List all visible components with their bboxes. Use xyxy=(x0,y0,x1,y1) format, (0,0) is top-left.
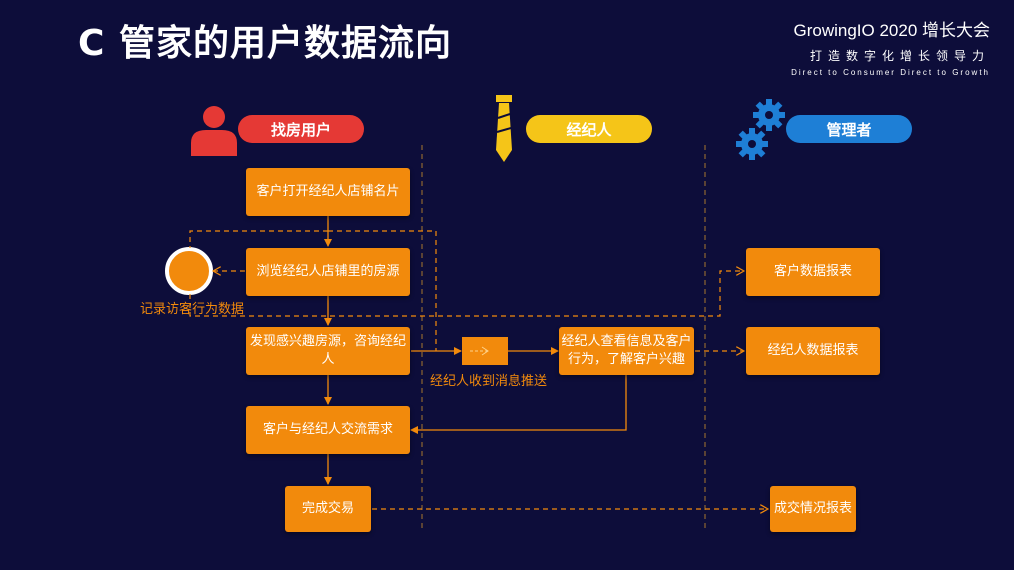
agent-report-box: 经纪人数据报表 xyxy=(746,327,880,375)
customer-report-box: 客户数据报表 xyxy=(746,248,880,296)
role-user-pill: 找房用户 xyxy=(238,115,364,143)
brand-subtitle: Direct to Consumer Direct to Growth xyxy=(791,68,990,77)
communicate-needs-box: 客户与经纪人交流需求 xyxy=(246,406,410,454)
deal-report-box: 成交情况报表 xyxy=(770,486,856,532)
agent-view-box: 经纪人查看信息及客户 行为，了解客户兴趣 xyxy=(559,327,694,375)
brand-block: GrowingIO 2020 增长大会 打造数字化增长领导力 Direct to… xyxy=(791,16,990,77)
gears-icon xyxy=(736,99,785,160)
brand-slogan: 打造数字化增长领导力 xyxy=(809,49,990,63)
record-data-node xyxy=(165,247,213,295)
open-card-box: 客户打开经纪人店铺名片 xyxy=(246,168,410,216)
complete-deal-box: 完成交易 xyxy=(285,486,371,532)
record-visitor-label: 记录访客行为数据 xyxy=(140,302,245,317)
browse-listings-box: 浏览经纪人店铺里的房源 xyxy=(246,248,410,296)
tie-icon xyxy=(496,95,512,162)
agent-view-line1: 经纪人查看信息及客户 xyxy=(561,334,692,349)
role-manager-pill: 管理者 xyxy=(786,115,912,143)
user-icon xyxy=(191,106,237,156)
brand-name: GrowingIO 2020 增长大会 xyxy=(793,21,990,40)
agent-view-line2: 行为，了解客户兴趣 xyxy=(567,352,685,367)
push-notification-label: 经纪人收到消息推送 xyxy=(430,374,548,389)
consult-agent-box: 发现感兴趣房源，咨询经纪人 xyxy=(246,327,410,375)
page-title: C 管家的用户数据流向 xyxy=(78,23,452,64)
role-agent-pill: 经纪人 xyxy=(526,115,652,143)
